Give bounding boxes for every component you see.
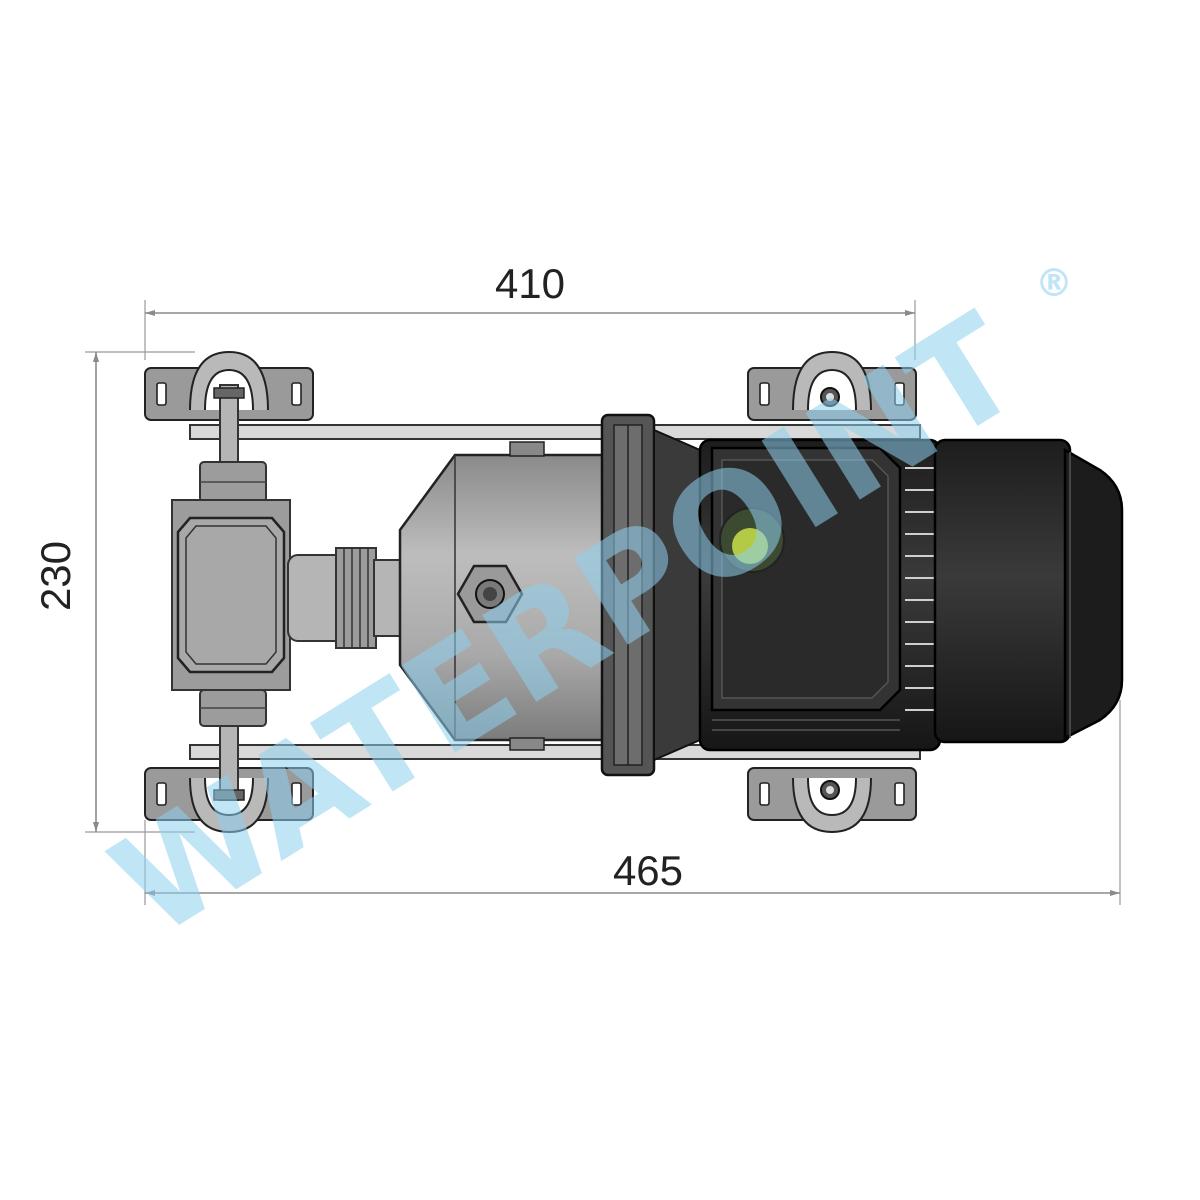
dimension-bottom-label: 465 [613,847,683,894]
fan-cover [933,438,1124,744]
valve-block [171,384,291,801]
dimension-top [144,300,916,360]
cooling-fins [905,467,935,711]
registered-mark: ® [1035,261,1073,305]
shaft-coupling [287,547,409,649]
mounting-foot-top-right [747,350,917,421]
dimension-bottom [144,700,1121,905]
dimension-height [85,351,195,833]
dimension-height-label: 230 [32,541,79,611]
mounting-foot-bottom-right [747,767,917,834]
dimension-top-label: 410 [495,260,565,307]
electric-motor [653,428,1124,762]
motor-flange [600,413,656,777]
pump-housing [398,441,607,751]
mounting-foot-top-left [144,350,314,421]
terminal-box [710,446,902,731]
